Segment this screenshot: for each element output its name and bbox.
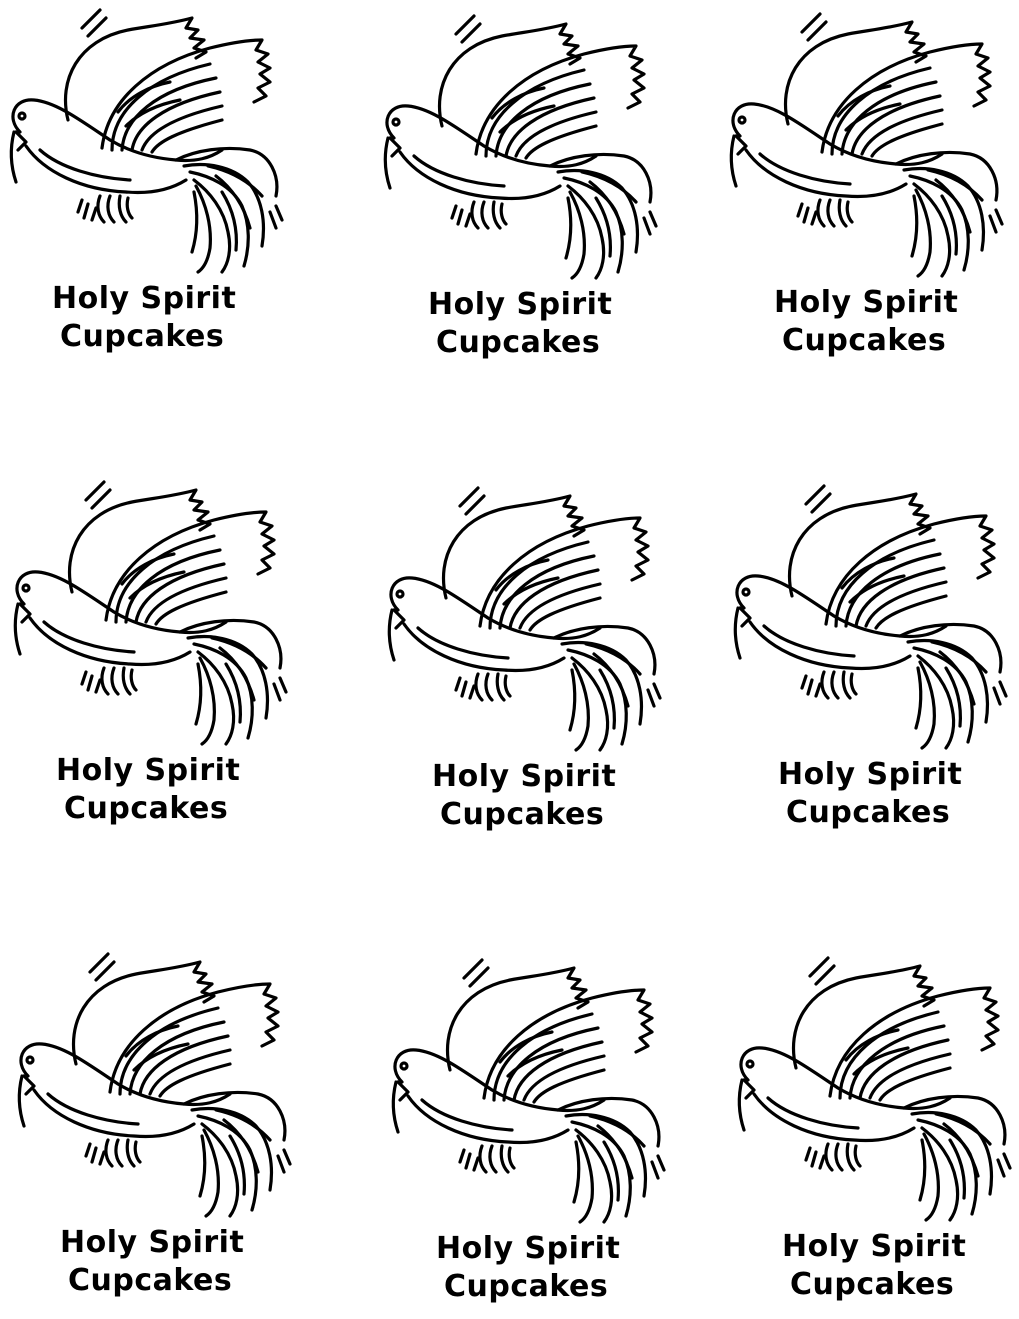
topper-3: Holy Spirit Cupcakes bbox=[720, 4, 1019, 364]
dove-icon bbox=[383, 14, 658, 280]
dove-icon bbox=[13, 480, 288, 746]
label-line-2: Cupcakes bbox=[444, 1269, 609, 1304]
label-line-1: Holy Spirit bbox=[778, 757, 963, 792]
topper-2: Holy Spirit Cupcakes bbox=[374, 6, 674, 366]
dove-icon bbox=[391, 958, 666, 1224]
dove-icon bbox=[729, 12, 1004, 278]
label-line-2: Cupcakes bbox=[440, 797, 605, 832]
label-line-2: Cupcakes bbox=[436, 325, 601, 360]
label-line-2: Cupcakes bbox=[60, 319, 225, 354]
topper-label: Holy Spirit Cupcakes bbox=[436, 1234, 620, 1302]
label-line-1: Holy Spirit bbox=[56, 753, 241, 788]
topper-label: Holy Spirit Cupcakes bbox=[56, 756, 240, 824]
topper-1: Holy Spirit Cupcakes bbox=[0, 0, 300, 360]
topper-label: Holy Spirit Cupcakes bbox=[782, 1232, 966, 1300]
label-line-1: Holy Spirit bbox=[436, 1231, 621, 1266]
label-line-2: Cupcakes bbox=[786, 795, 951, 830]
label-line-2: Cupcakes bbox=[64, 791, 229, 826]
dove-icon bbox=[733, 484, 1008, 750]
topper-label: Holy Spirit Cupcakes bbox=[428, 290, 612, 358]
topper-4: Holy Spirit Cupcakes bbox=[4, 472, 304, 832]
topper-8: Holy Spirit Cupcakes bbox=[382, 950, 682, 1310]
topper-label: Holy Spirit Cupcakes bbox=[774, 288, 958, 356]
dove-icon bbox=[387, 486, 662, 752]
label-line-1: Holy Spirit bbox=[428, 287, 613, 322]
label-line-1: Holy Spirit bbox=[52, 281, 237, 316]
topper-5: Holy Spirit Cupcakes bbox=[378, 478, 678, 838]
label-line-1: Holy Spirit bbox=[432, 759, 617, 794]
dove-icon bbox=[17, 952, 292, 1218]
dove-icon bbox=[737, 956, 1012, 1222]
label-line-2: Cupcakes bbox=[782, 323, 947, 358]
topper-label: Holy Spirit Cupcakes bbox=[52, 284, 236, 352]
label-line-1: Holy Spirit bbox=[774, 285, 959, 320]
topper-7: Holy Spirit Cupcakes bbox=[8, 944, 308, 1304]
label-line-1: Holy Spirit bbox=[60, 1225, 245, 1260]
topper-6: Holy Spirit Cupcakes bbox=[724, 476, 1019, 836]
topper-label: Holy Spirit Cupcakes bbox=[778, 760, 962, 828]
label-line-2: Cupcakes bbox=[68, 1263, 233, 1298]
topper-label: Holy Spirit Cupcakes bbox=[60, 1228, 244, 1296]
label-line-2: Cupcakes bbox=[790, 1267, 955, 1302]
dove-icon bbox=[9, 8, 284, 274]
label-line-1: Holy Spirit bbox=[782, 1229, 967, 1264]
topper-9: Holy Spirit Cupcakes bbox=[728, 948, 1019, 1308]
topper-label: Holy Spirit Cupcakes bbox=[432, 762, 616, 830]
